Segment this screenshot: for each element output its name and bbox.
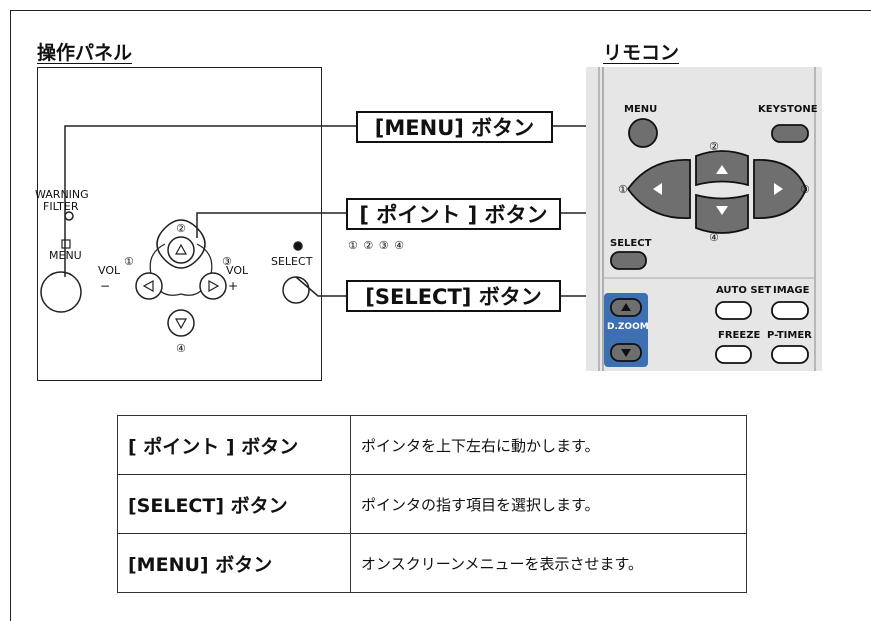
direction-numbers: ① ② ③ ④ xyxy=(348,239,405,252)
frame-top-rule xyxy=(10,10,871,11)
remote-autoset-button xyxy=(715,301,752,320)
remote-autoset-label: AUTO SET xyxy=(716,285,772,296)
panel-num3: ③ xyxy=(222,255,232,268)
panel-right-button xyxy=(199,272,227,300)
remote-num4: ④ xyxy=(709,231,719,244)
remote-heading: リモコン xyxy=(603,42,680,64)
panel-num4: ④ xyxy=(176,342,186,355)
button-name: [ ポイント ] ボタン xyxy=(117,415,351,475)
remote-up-arrow-icon xyxy=(716,165,728,174)
button-name: [MENU] ボタン xyxy=(117,533,351,593)
button-name: [SELECT] ボタン xyxy=(117,474,351,534)
button-description: ポインタを上下左右に動かします。 xyxy=(350,415,747,475)
panel-arrows xyxy=(142,243,220,330)
panel-select-button xyxy=(282,276,310,304)
panel-warning-indicator xyxy=(64,211,74,221)
remote-right-arrow-icon xyxy=(774,183,783,195)
select-leader-left xyxy=(295,276,346,297)
panel-menu-label: MENU xyxy=(49,249,82,262)
remote-keystone-button xyxy=(771,124,809,143)
button-description: オンスクリーンメニューを表示させます。 xyxy=(350,533,747,593)
remote-menu-button xyxy=(628,118,658,148)
panel-num1: ① xyxy=(124,255,134,268)
remote-select-button xyxy=(610,251,647,270)
remote-select-label: SELECT xyxy=(610,238,652,249)
remote-image-label: IMAGE xyxy=(773,285,810,296)
panel-left-button xyxy=(135,272,163,300)
warning-line2: FILTER xyxy=(43,200,79,213)
panel-down-button xyxy=(167,309,195,337)
panel-warning-label: WARNING FILTER xyxy=(35,189,89,213)
button-description-table: [ ポイント ] ボタン ポインタを上下左右に動かします。 [SELECT] ボ… xyxy=(117,415,747,593)
remote-image-button xyxy=(771,301,809,320)
table-row: [SELECT] ボタン ポインタの指す項目を選択します。 xyxy=(117,474,747,534)
panel-heading: 操作パネル xyxy=(37,42,133,64)
remote-freeze-label: FREEZE xyxy=(718,330,761,341)
dzoom-down-arrow-icon xyxy=(621,349,631,357)
right-triangle-icon xyxy=(208,279,220,293)
remote-ptimer-label: P-TIMER xyxy=(767,330,812,341)
panel-buttons xyxy=(40,211,310,337)
remote-num3: ③ xyxy=(800,183,810,196)
panel-up-button xyxy=(167,236,195,264)
remote-arrows xyxy=(621,165,783,357)
remote-menu-label: MENU xyxy=(624,104,658,115)
remote-down-arrow-icon xyxy=(716,206,728,215)
panel-vol-right-label: VOL xyxy=(226,264,249,277)
remote-num1: ① xyxy=(618,183,628,196)
panel-vol-left-label: VOL xyxy=(98,264,121,277)
frame-left-rule xyxy=(10,10,11,621)
pointer-callout: [ ポイント ] ボタン xyxy=(346,198,561,230)
remote-keystone-label: KEYSTONE xyxy=(758,104,818,115)
panel-vol-minus-label: − xyxy=(100,279,111,293)
panel-select-indicator xyxy=(293,241,303,251)
panel-vol-plus-label: + xyxy=(228,279,239,293)
panel-menu-button xyxy=(40,271,82,313)
table-row: [MENU] ボタン オンスクリーンメニューを表示させます。 xyxy=(117,533,747,593)
remote-num2: ② xyxy=(709,140,719,153)
dpad-outline xyxy=(156,219,206,269)
menu-callout: [MENU] ボタン xyxy=(356,111,553,143)
panel-menu-indicator xyxy=(61,239,71,249)
remote-dzoom-label: D.ZOOM xyxy=(607,322,649,332)
panel-select-label: SELECT xyxy=(271,255,313,268)
panel-num2: ② xyxy=(176,222,186,235)
button-description: ポインタの指す項目を選択します。 xyxy=(350,474,747,534)
menu-leader-left xyxy=(64,125,356,277)
remote-freeze-button xyxy=(715,345,752,364)
pointer-leader-left xyxy=(196,212,346,238)
up-triangle-icon xyxy=(174,243,188,255)
left-triangle-icon xyxy=(142,279,154,293)
remote-left-arrow-icon xyxy=(653,183,662,195)
select-callout: [SELECT] ボタン xyxy=(346,280,561,312)
down-triangle-icon xyxy=(174,318,188,330)
table-row: [ ポイント ] ボタン ポインタを上下左右に動かします。 xyxy=(117,415,747,475)
dzoom-up-arrow-icon xyxy=(621,303,631,311)
remote-ptimer-button xyxy=(771,345,809,364)
warning-line1: WARNING xyxy=(35,188,89,201)
